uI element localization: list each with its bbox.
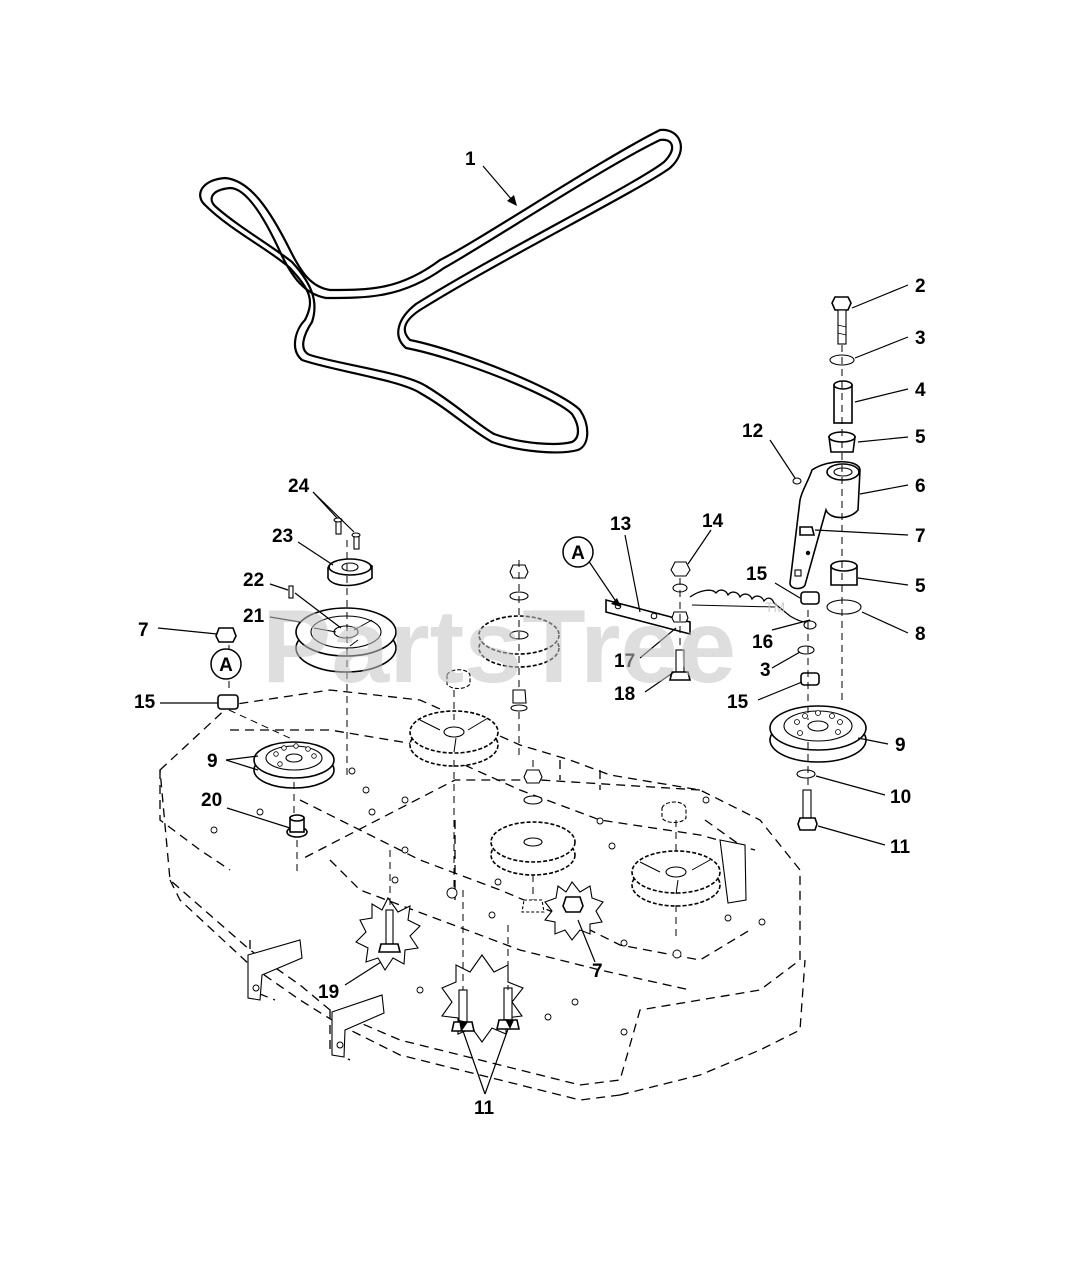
bushing-bottom: [830, 560, 858, 586]
center-lines: [228, 345, 843, 990]
callout-20: 20: [201, 790, 222, 811]
callout-9: 9: [895, 735, 906, 756]
callout-14: 14: [702, 511, 724, 532]
callout-13: 13: [610, 514, 631, 535]
callout-11: 11: [890, 837, 911, 858]
callout-23: 23: [272, 526, 293, 547]
center-blade-spindle: [490, 769, 576, 913]
spacer-tube: [833, 380, 853, 424]
hex-nut-14: [670, 561, 691, 593]
callout-1: 1: [465, 149, 476, 170]
idler-spring: [689, 589, 817, 630]
screws-24: [333, 517, 361, 550]
right-blade-spindle: [631, 801, 721, 907]
callout-labels: 1 2 3 4 5 12 6 7 5 8 3 15 16 15 9 10 11 …: [134, 149, 926, 1119]
leader-lines: [157, 165, 909, 1095]
burst-7: [544, 881, 604, 941]
callout-4: 4: [915, 380, 926, 401]
mid-spacer: [510, 689, 528, 712]
callout-7: 7: [592, 961, 603, 982]
washer-right: [797, 645, 815, 655]
callout-2: 2: [915, 276, 926, 297]
left-blade-spindle: [409, 669, 499, 767]
spacer-left: [217, 694, 239, 710]
svg-text:A: A: [219, 655, 233, 676]
callout-15: 15: [727, 692, 749, 713]
deck-hangers: [247, 839, 747, 1058]
callout-18: 18: [614, 684, 635, 705]
callout-3: 3: [760, 660, 771, 681]
callout-17: 17: [614, 651, 635, 672]
drive-belt: [199, 128, 682, 454]
callout-7: 7: [915, 526, 926, 547]
svg-text:A: A: [571, 543, 585, 564]
callout-5: 5: [915, 427, 926, 448]
reference-mark-a-bracket: A: [562, 536, 594, 568]
grease-fitting: [792, 477, 802, 485]
burst-11: [441, 954, 524, 1043]
callout-22: 22: [243, 570, 264, 591]
callout-8: 8: [915, 624, 926, 645]
watermark-text: PartsTree: [262, 589, 736, 705]
arrowheads: [459, 195, 621, 1032]
watermark: PartsTree TM: [262, 589, 785, 705]
burst-19: [355, 896, 421, 972]
idler-washer: [826, 599, 862, 615]
idler-pulley-left: [253, 741, 335, 789]
callout-5: 5: [915, 576, 926, 597]
reference-mark-a-left: A: [210, 648, 242, 680]
washer-lower-right: [796, 769, 816, 779]
spindle-pulley-21: [295, 607, 397, 673]
callout-11: 11: [474, 1098, 495, 1119]
callout-6: 6: [915, 476, 926, 497]
hub-23: [327, 558, 373, 587]
callout-21: 21: [243, 606, 265, 627]
shoulder-bolt-20: [286, 814, 308, 838]
callout-15: 15: [134, 692, 156, 713]
callout-10: 10: [890, 787, 911, 808]
idler-bolt: [831, 296, 852, 345]
callout-15: 15: [746, 564, 768, 585]
idler-pulley-right: [769, 705, 867, 763]
callout-19: 19: [318, 982, 339, 1003]
watermark-tm: TM: [765, 599, 785, 615]
key-22: [288, 585, 294, 599]
callout-16: 16: [752, 632, 773, 653]
callout-7: 7: [138, 620, 149, 641]
callout-12: 12: [742, 421, 763, 442]
callout-24: 24: [288, 476, 310, 497]
idler-spacer-lower: [800, 672, 820, 686]
callout-9: 9: [207, 751, 218, 772]
callout-3: 3: [915, 328, 926, 349]
bolt-lower-right: [797, 789, 818, 831]
hex-nut-left: [215, 627, 237, 643]
idler-spacer: [800, 591, 820, 605]
